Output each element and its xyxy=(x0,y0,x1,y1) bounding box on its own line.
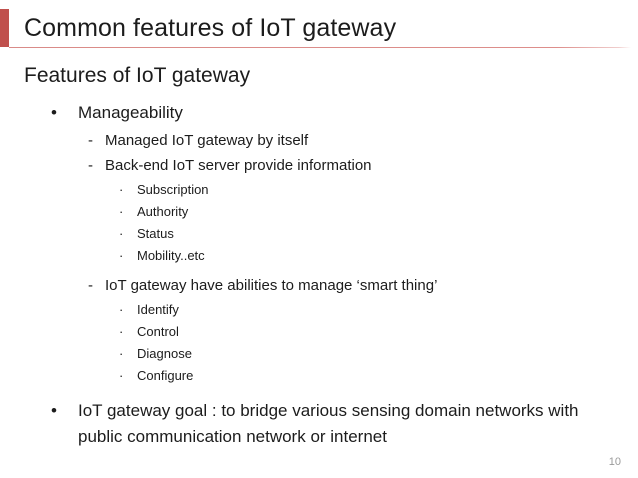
list-item-label: Managed IoT gateway by itself xyxy=(105,132,309,149)
list-item: · Status xyxy=(0,223,638,245)
list-item: · Authority xyxy=(0,201,638,223)
list-item: • Manageability xyxy=(0,100,638,126)
bullet-glyph: · xyxy=(119,368,124,383)
title-divider xyxy=(9,47,631,48)
list-item-label: Control xyxy=(137,324,179,339)
list-item-label: IoT gateway have abilities to manage ‘sm… xyxy=(105,277,438,294)
bullet-glyph: · xyxy=(119,324,124,339)
bullet-glyph: · xyxy=(119,346,124,361)
bullet-glyph: - xyxy=(88,132,93,149)
title-accent-bar xyxy=(0,9,9,47)
bullet-glyph: - xyxy=(88,277,93,294)
bullet-glyph: · xyxy=(119,302,124,317)
list-item-label: Authority xyxy=(137,204,189,219)
page-number: 10 xyxy=(608,456,621,468)
list-item: - Back-end IoT server provide informatio… xyxy=(0,154,638,178)
section-heading: Features of IoT gateway xyxy=(24,64,251,87)
bullet-glyph: · xyxy=(119,226,124,241)
list-item: - IoT gateway have abilities to manage ‘… xyxy=(0,274,638,298)
list-item: · Configure xyxy=(0,365,638,387)
list-item-label: Identify xyxy=(137,302,179,317)
list-item-label: Status xyxy=(137,226,174,241)
bullet-glyph: • xyxy=(51,103,57,122)
list-item: · Control xyxy=(0,321,638,343)
bullet-glyph: · xyxy=(119,204,124,219)
page-title: Common features of IoT gateway xyxy=(24,14,397,42)
bullet-glyph: - xyxy=(88,157,93,174)
list-item-label: IoT gateway goal : to bridge various sen… xyxy=(78,401,579,446)
list-item: · Subscription xyxy=(0,179,638,201)
bullet-glyph: · xyxy=(119,182,124,197)
bullet-list: • Manageability - Managed IoT gateway by… xyxy=(0,100,638,453)
list-item: • IoT gateway goal : to bridge various s… xyxy=(0,398,638,450)
list-item: · Mobility..etc xyxy=(0,245,638,267)
list-item-label: Manageability xyxy=(78,103,183,122)
list-item-label: Mobility..etc xyxy=(137,248,205,263)
list-item: · Identify xyxy=(0,299,638,321)
list-item: - Managed IoT gateway by itself xyxy=(0,129,638,153)
list-item-label: Back-end IoT server provide information xyxy=(105,157,372,174)
list-item-label: Configure xyxy=(137,368,194,383)
list-item-label: Subscription xyxy=(137,182,209,197)
bullet-glyph: · xyxy=(119,248,124,263)
list-item: · Diagnose xyxy=(0,343,638,365)
list-item-label: Diagnose xyxy=(137,346,192,361)
bullet-glyph: • xyxy=(51,401,57,420)
